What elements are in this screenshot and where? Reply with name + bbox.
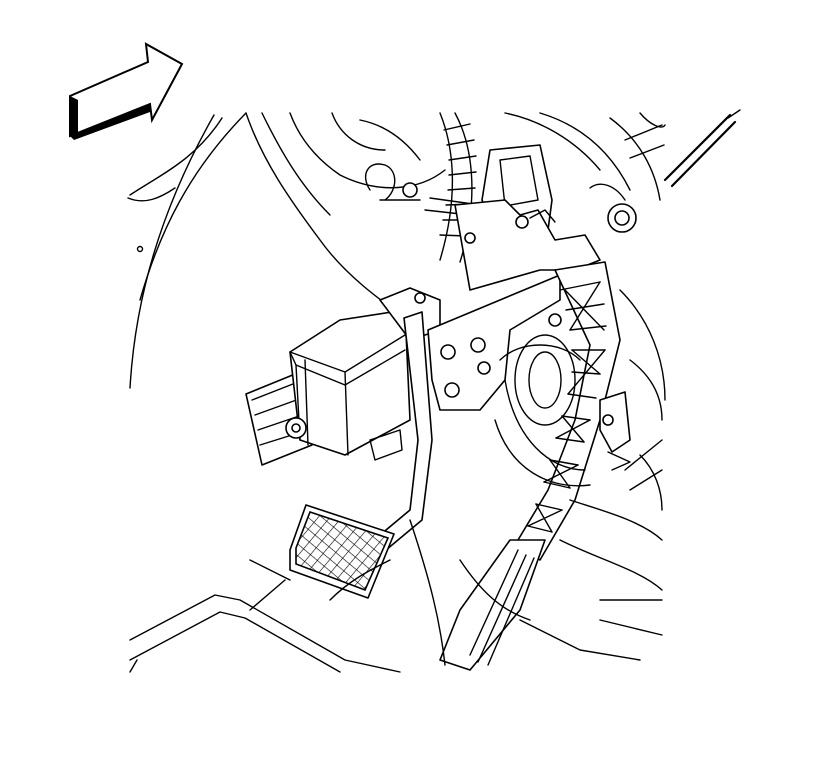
- right-side-panel: [559, 289, 666, 636]
- booster-housing: [494, 334, 591, 487]
- accelerator-pedal-assembly: [439, 261, 631, 671]
- mounting-bracket: [454, 144, 601, 291]
- brake-pedal-pad: [289, 504, 395, 599]
- forward-arrow-icon: [69, 42, 184, 140]
- steering-column-shaft: [379, 109, 741, 233]
- pivot-bracket-plate: [427, 274, 562, 411]
- floor-pan: [129, 519, 641, 673]
- pedal-position-actuator: [245, 287, 441, 466]
- dash-structure: [439, 112, 666, 263]
- firewall-panel: [127, 112, 446, 389]
